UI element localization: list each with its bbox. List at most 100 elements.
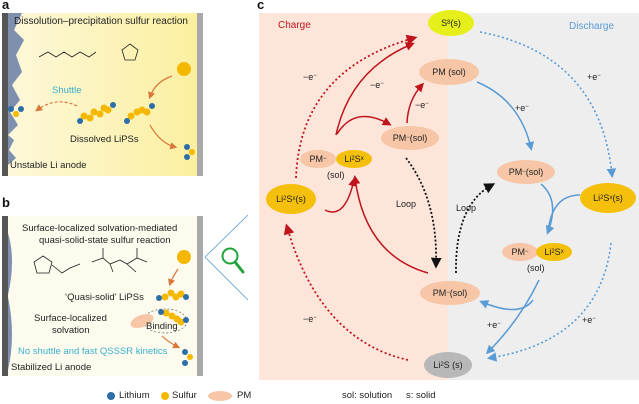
tmtm-molecule <box>91 248 148 273</box>
pm-text: PM <box>508 167 523 177</box>
charge-solid-li2sx-to-complex <box>324 177 358 213</box>
lithium-legend-label: Lithium <box>119 390 150 401</box>
zoom-lines <box>204 214 249 301</box>
quasi-solid-lips <box>156 289 189 301</box>
e-sup: − <box>497 321 501 327</box>
charge-dashed-outer-top <box>295 34 418 179</box>
pm-blob <box>130 314 154 328</box>
binding-label: Binding <box>146 321 178 332</box>
minus-sup: − <box>522 169 526 175</box>
charge-solid-to-pm <box>406 82 425 124</box>
dme-molecule <box>38 51 97 58</box>
s-text: S <box>603 193 610 203</box>
discharge-dashed-top <box>479 31 617 179</box>
dendrite-anode <box>8 13 24 135</box>
charge-solid-to-pm-minus <box>336 115 392 135</box>
lips-chain-1 <box>77 102 116 124</box>
stabilized-anode-label: Stabilized Li anode <box>11 362 92 373</box>
panel-b-title-2: quasi-solid-state sulfur reaction <box>39 235 171 246</box>
li-sub: 2 <box>440 362 444 368</box>
li-text: Li <box>433 360 441 370</box>
panel-b-background <box>2 216 202 376</box>
quasi-solid-label: ‘Quasi-solid’ LiPSs <box>65 292 144 303</box>
e-text: +e <box>487 320 498 330</box>
loop-arrow-down <box>405 157 442 269</box>
s8-text: S <box>441 18 448 28</box>
charge-solid-to-s8 <box>335 42 415 136</box>
surface-localized-label-2: solvation <box>52 325 90 336</box>
e-sup: − <box>313 73 317 79</box>
pm-text: PM <box>392 133 407 143</box>
x-sub: x <box>360 156 364 162</box>
sol-text: (sol) <box>409 133 428 143</box>
precipitate-arrow <box>149 124 178 150</box>
panel-a-cathode-bar <box>197 13 203 176</box>
li2s-state: S (s) <box>443 360 463 370</box>
loop-label-left: Loop <box>396 199 417 209</box>
pm-text: PM <box>432 288 447 298</box>
lips-chain-2 <box>124 103 155 124</box>
pm-legend-label: PM <box>237 390 252 401</box>
minus-sup: − <box>322 156 327 162</box>
e-text: −e <box>415 100 426 110</box>
pm-minus-sol-node-bottom: PM− (sol) <box>420 281 480 305</box>
s-text: S <box>554 247 561 257</box>
reaction-arrow-b <box>168 268 179 287</box>
sol-definition: sol: solution <box>342 390 393 401</box>
li-text: Li <box>544 247 552 257</box>
s-definition: s: solid <box>406 390 436 401</box>
minus-sup: − <box>446 290 450 296</box>
unstable-anode-label: Unstable Li anode <box>10 160 87 171</box>
minus-sup: − <box>406 135 410 141</box>
loop-arrow-up <box>455 183 496 274</box>
li2s-on-anode <box>8 106 24 117</box>
dendrite-anode-2 <box>8 135 16 165</box>
pm-minus-sol-node-discharge: PM− (sol) <box>497 160 555 184</box>
pm-minus-complex-node-charge: PM− <box>300 150 336 168</box>
e-text: −e <box>303 72 314 82</box>
complex-sol-label-charge: (sol) <box>327 170 345 180</box>
panel-b-anode-bar <box>2 216 8 376</box>
magnifier-icon <box>221 247 245 274</box>
li2s-product-a <box>184 144 195 160</box>
e-text: −e <box>303 314 314 324</box>
sol-text: (sol) <box>449 288 468 298</box>
pm-text: PM <box>511 247 525 257</box>
discharge-label: Discharge <box>569 21 615 32</box>
plus-e-label-1: +e− <box>515 103 529 113</box>
sulfur-atom <box>177 62 191 76</box>
li-sub: 2 <box>283 196 287 202</box>
cpme-chain <box>51 263 81 274</box>
no-shuttle-label: No shuttle and fast QSSSR kinetics <box>18 346 168 357</box>
dioxolane-molecule <box>121 43 139 61</box>
bound-lips <box>158 309 189 326</box>
li-sub: 2 <box>351 156 355 162</box>
cpme-ring <box>33 255 53 274</box>
sulfur-legend-marker <box>161 392 169 400</box>
plus-e-label-2: +e− <box>587 72 601 82</box>
charge-solid-pm-to-complex <box>351 175 429 274</box>
discharge-pm-to-pmminus <box>476 81 535 151</box>
sulfur-atom-b <box>177 250 191 264</box>
panel-a-anode-bar <box>2 13 8 176</box>
charge-dashed-outer-bottom <box>283 223 409 361</box>
e-text: +e <box>582 315 593 325</box>
minus-e-label-2: −e− <box>370 80 384 90</box>
dissolved-lipss-label: Dissolved LiPSs <box>70 134 139 145</box>
panel-b-label: b <box>2 195 10 210</box>
sol-text: (sol) <box>525 167 544 177</box>
discharge-complex-to-pm <box>479 299 534 311</box>
reaction-arrow <box>148 75 173 100</box>
e-sup: − <box>380 81 384 87</box>
precipitate-arrow-b <box>161 335 181 349</box>
li-sub: 2 <box>551 249 555 255</box>
pm-legend-marker <box>208 391 232 401</box>
pm-minus-sol-node-charge: PM− (sol) <box>381 126 439 150</box>
solid-text: (s) <box>295 194 306 204</box>
